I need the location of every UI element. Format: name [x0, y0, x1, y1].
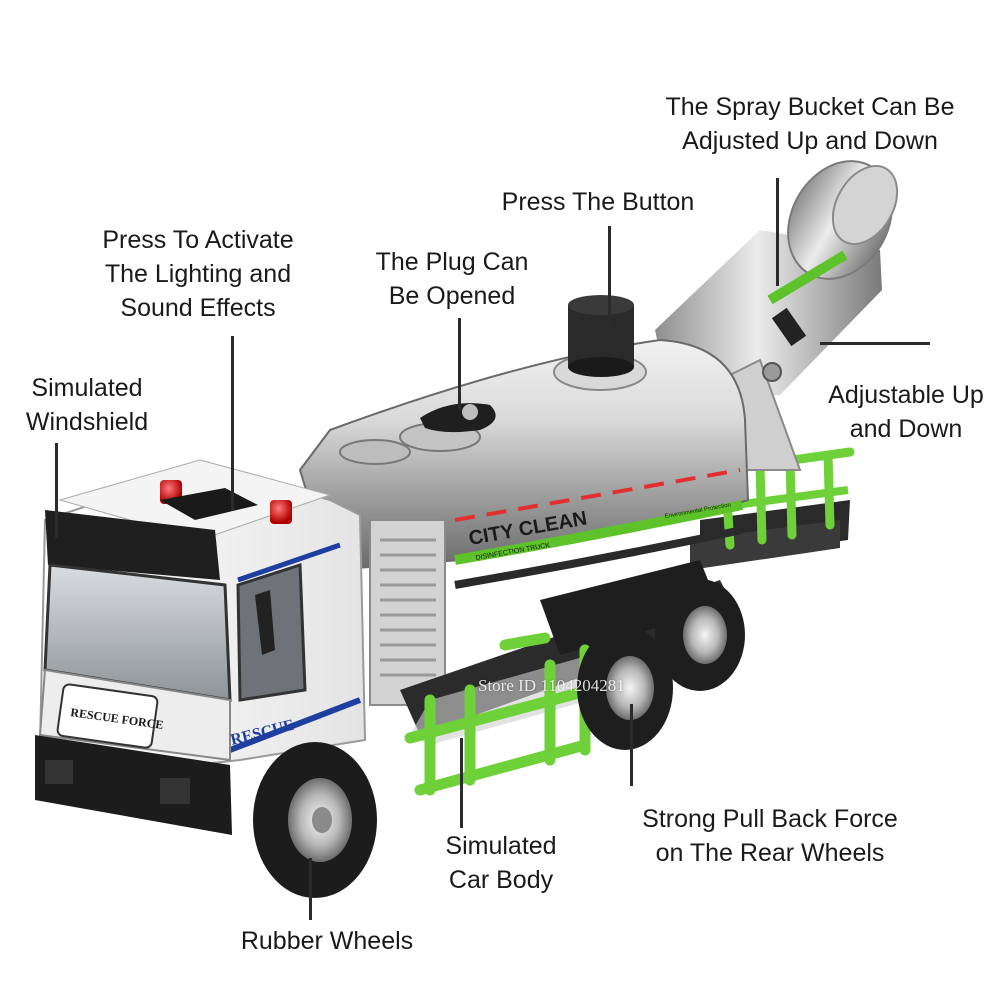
side-rails [404, 632, 596, 796]
leader-rubber-wheels [309, 858, 312, 920]
callout-windshield-line2: Windshield [25, 408, 149, 436]
callout-adjustable: Adjustable Up and Down [812, 378, 1000, 446]
callout-windshield-line1: Simulated [31, 374, 143, 402]
callout-car-body: Simulated Car Body [418, 829, 584, 897]
callout-adjustable-line2: and Down [849, 415, 963, 443]
callout-pull-back-line2: on The Rear Wheels [655, 839, 885, 867]
leader-plug-opened [458, 318, 461, 410]
callout-spray-bucket-line1: The Spray Bucket Can Be [665, 93, 955, 121]
callout-windshield: Simulated Windshield [6, 371, 168, 439]
front-wheel [253, 742, 377, 898]
callout-adjustable-line1: Adjustable Up [828, 381, 984, 409]
tank-body [298, 295, 750, 706]
callout-plug-opened-line2: Be Opened [388, 282, 516, 310]
callout-plug-opened-line1: The Plug Can [375, 248, 529, 276]
callout-press-button: Press The Button [470, 185, 726, 219]
leader-car-body [460, 738, 463, 828]
callout-spray-bucket: The Spray Bucket Can Be Adjusted Up and … [640, 90, 980, 158]
leader-pull-back [630, 704, 633, 786]
callout-car-body-line2: Car Body [448, 866, 554, 894]
callout-activate-lighting-line1: Press To Activate [102, 226, 294, 254]
callout-car-body-line1: Simulated [445, 832, 557, 860]
leader-windshield [55, 443, 58, 538]
cab [35, 459, 367, 835]
leader-activate-lighting [231, 336, 234, 511]
callout-press-button-line1: Press The Button [501, 188, 695, 216]
callout-spray-bucket-line2: Adjusted Up and Down [682, 127, 938, 155]
store-watermark: Store ID 1104204281 [478, 676, 625, 695]
callout-rubber-wheels-line1: Rubber Wheels [240, 927, 414, 955]
rear-wheels [577, 579, 745, 750]
leader-press-button [608, 226, 611, 328]
leader-adjustable [820, 342, 930, 345]
callout-rubber-wheels: Rubber Wheels [205, 924, 449, 958]
callout-activate-lighting-line2: The Lighting and [104, 260, 292, 288]
callout-pull-back: Strong Pull Back Force on The Rear Wheel… [608, 802, 932, 870]
callout-activate-lighting-line3: Sound Effects [120, 294, 276, 322]
leader-spray-bucket [776, 178, 779, 286]
callout-pull-back-line1: Strong Pull Back Force [642, 805, 898, 833]
callout-plug-opened: The Plug Can Be Opened [340, 245, 564, 313]
callout-activate-lighting: Press To Activate The Lighting and Sound… [68, 223, 328, 325]
